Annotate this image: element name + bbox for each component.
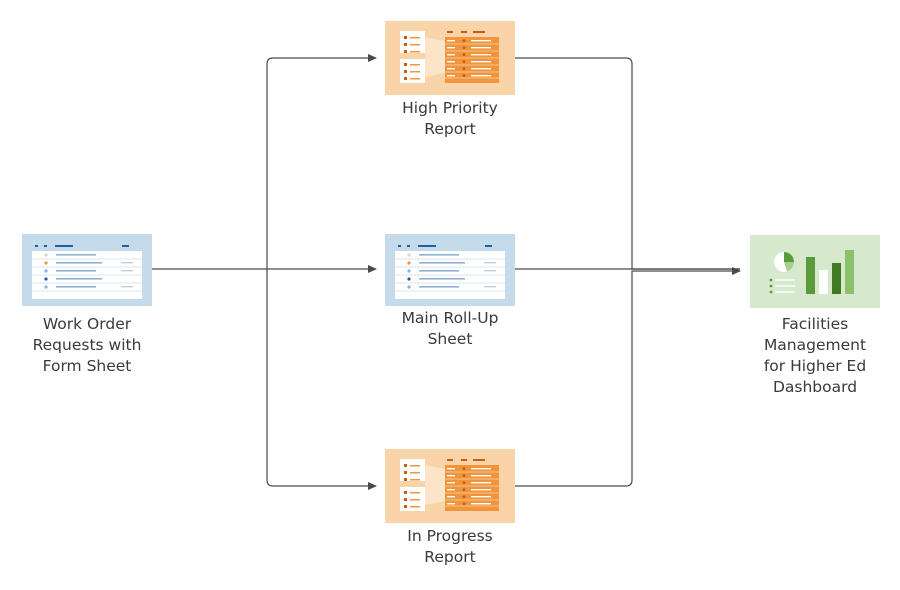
report-icon	[385, 449, 515, 523]
edge-source-to-progress	[266, 269, 377, 490]
main-rollup-sheet-tile[interactable]	[385, 234, 515, 306]
report-icon	[385, 21, 515, 95]
dashboard-label: Facilities Management for Higher Ed Dash…	[763, 315, 867, 396]
in-progress-label: In Progress Report	[407, 527, 493, 566]
edge-source-to-high	[266, 54, 377, 269]
dashboard-icon	[750, 235, 880, 308]
high-priority-label: High Priority Report	[402, 99, 498, 138]
source-sheet-tile[interactable]	[22, 234, 152, 306]
edge-progress-to-dashboard	[515, 267, 741, 487]
sheet-icon	[22, 234, 152, 306]
main-rollup-label: Main Roll-Up Sheet	[401, 309, 499, 348]
dashboard-tile[interactable]	[750, 235, 880, 308]
in-progress-report-tile[interactable]	[385, 449, 515, 523]
source-label: Work Order Requests with Form Sheet	[32, 315, 142, 375]
sheet-icon	[385, 234, 515, 306]
high-priority-report-tile[interactable]	[385, 21, 515, 95]
edge-high-to-dashboard	[515, 57, 740, 270]
